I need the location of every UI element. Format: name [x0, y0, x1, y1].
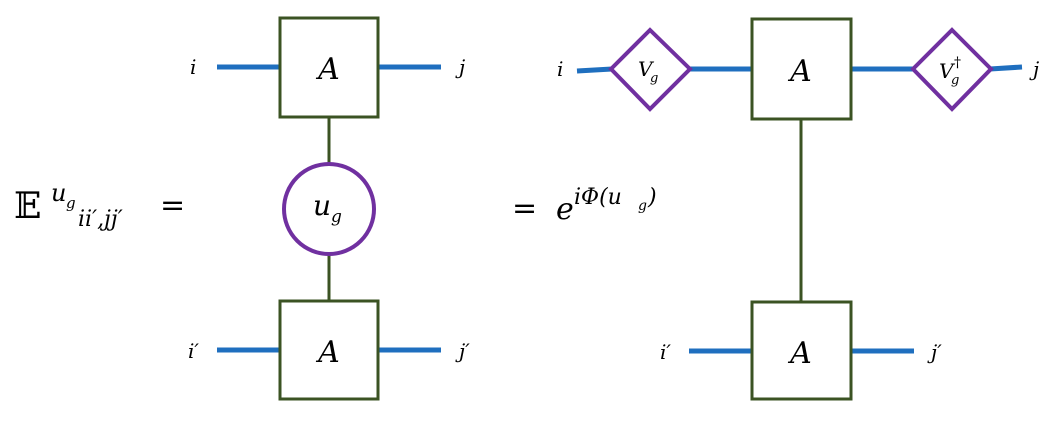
right-gate-diamond: [910, 27, 994, 112]
lhs-equals: =: [160, 188, 185, 223]
left-bottom-tensor-label: A: [315, 335, 340, 370]
right-bottom-right-index: j′: [927, 340, 942, 364]
right-gate-sub: g: [951, 73, 959, 88]
right-top-right-leg: [989, 64, 1023, 72]
phase-exponent-sub: g: [638, 198, 647, 214]
right-top-right-index: j: [1029, 57, 1039, 81]
lhs-blackboard-e: 𝔼: [14, 186, 41, 227]
left-top-left-index: i: [190, 55, 196, 79]
left-network: A A u g i j i′ j′: [188, 16, 470, 401]
left-bottom-tensor-box: [278, 299, 380, 401]
right-top-tensor-label: A: [787, 54, 812, 89]
left-operator-sub: g: [331, 207, 342, 227]
right-bottom-tensor-box: [750, 300, 853, 401]
right-top-tensor-box: [750, 17, 853, 121]
right-gate-main: V: [939, 59, 956, 83]
right-bottom-left-index: i′: [660, 340, 671, 364]
right-top-left-leg: [576, 66, 613, 74]
left-gate-main: V: [638, 57, 655, 81]
lhs-superscript-g: g: [66, 194, 76, 212]
left-gate-sub: g: [650, 71, 658, 86]
right-top-left-index: i: [557, 57, 563, 81]
left-bottom-right-index: j′: [455, 339, 470, 363]
phase-e: e: [556, 192, 574, 227]
lhs-subscript: ii′,jj′: [78, 207, 123, 232]
right-network: A A V g V g † i j i′ j′: [557, 17, 1039, 401]
left-top-tensor-label: A: [315, 52, 340, 87]
left-operator-circle: [282, 162, 376, 256]
right-bottom-tensor-label: A: [787, 336, 812, 371]
rhs-phase: = e iΦ(u g ): [512, 185, 657, 227]
phase-exponent: iΦ(u: [574, 185, 622, 210]
phase-close: ): [647, 185, 657, 210]
left-gate-diamond: [608, 27, 693, 112]
right-gate-sup: †: [954, 55, 961, 71]
lhs-expression: 𝔼 u g ii′,jj′ =: [14, 179, 185, 232]
left-bottom-left-index: i′: [188, 339, 199, 363]
left-operator-main: u: [313, 189, 331, 222]
left-top-tensor-box: [278, 16, 380, 119]
left-top-right-index: j: [455, 55, 465, 79]
rhs-equals: =: [512, 191, 537, 226]
lhs-superscript-u: u: [51, 179, 66, 207]
